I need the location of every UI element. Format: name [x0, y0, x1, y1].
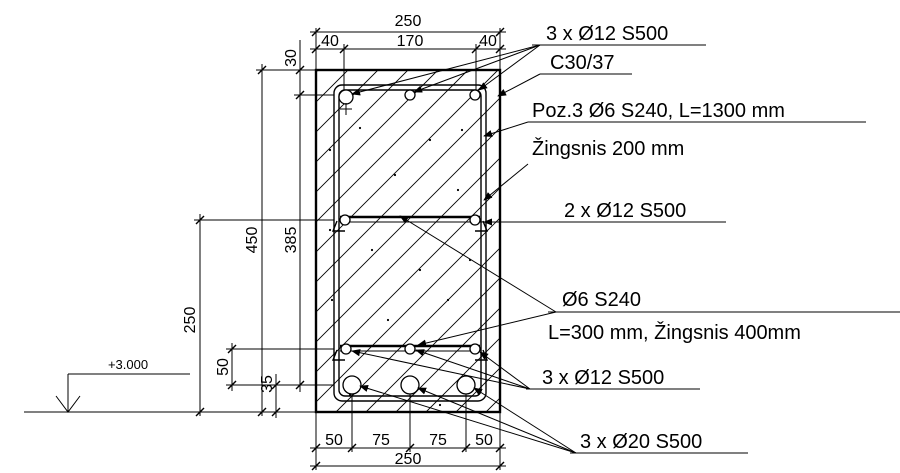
dim-bot-total: 250 — [395, 451, 422, 468]
hatch-line — [316, 70, 379, 133]
hatch-line — [316, 70, 439, 193]
hatch-line — [316, 157, 500, 343]
aggregate-dot — [428, 138, 432, 142]
hatch-line — [335, 247, 500, 412]
dim-height-mid: 250 — [182, 307, 199, 334]
dim-height-total: 450 — [244, 227, 261, 254]
label-mid-bars: 2 x Ø12 S500 — [564, 200, 686, 222]
annotations: 3 x Ø12 S500 C30/37 Poz.3 Ø6 S240, L=130… — [351, 23, 900, 454]
level-value: +3.000 — [108, 357, 148, 372]
label-lower-bars: 3 x Ø12 S500 — [542, 367, 664, 389]
dim-top-left: 40 — [321, 33, 339, 50]
top-dimensions: 250 40 170 40 — [310, 13, 506, 90]
label-link-detail: L=300 mm, Žingsnis 400mm — [548, 321, 801, 344]
dim-top-mid: 170 — [397, 33, 424, 50]
mid-rebars — [339, 214, 481, 226]
aggregate-dot — [446, 298, 450, 302]
aggregate-dot — [393, 173, 397, 177]
dim-bot-a: 50 — [325, 432, 343, 449]
dim-top-total: 250 — [395, 13, 422, 30]
hatch-line — [316, 70, 319, 73]
hatch-line — [316, 97, 500, 283]
hatch-line — [316, 187, 500, 373]
label-concrete: C30/37 — [550, 52, 615, 74]
bottom-rebars — [342, 375, 476, 395]
dim-cover-top: 30 — [283, 49, 300, 67]
label-stirrup: Poz.3 Ø6 S240, L=1300 mm — [532, 100, 785, 122]
aggregate-dot — [418, 268, 422, 272]
dim-height-low: 50 — [215, 358, 232, 376]
hatch-line — [316, 70, 409, 163]
aggregate-dot — [328, 148, 332, 152]
aggregate-dot — [456, 188, 460, 192]
aggregate-dot — [386, 318, 390, 322]
dim-bot-c: 75 — [429, 432, 447, 449]
hatch-line — [316, 70, 499, 253]
aggregate-dot — [330, 298, 334, 302]
label-link: Ø6 S240 — [562, 289, 641, 311]
aggregate-dot — [460, 128, 464, 132]
hatch-line — [395, 307, 500, 412]
hatch-line — [316, 70, 469, 223]
lower-rebars — [340, 343, 481, 355]
dim-height-bottom: 35 — [259, 375, 276, 393]
aggregate-dot — [370, 248, 374, 252]
hatch-line — [316, 217, 500, 403]
top-rebars — [338, 89, 481, 115]
aggregate-dot — [358, 126, 362, 130]
aggregate-dot — [438, 403, 442, 407]
level-mark: +3.000 — [24, 357, 316, 413]
label-top-bars: 3 x Ø12 S500 — [546, 23, 668, 45]
label-bottom-bars: 3 x Ø20 S500 — [580, 431, 702, 453]
dim-height-inner: 385 — [283, 227, 300, 254]
bottom-dimensions: 50 75 75 50 250 — [310, 394, 506, 471]
hatch-line — [316, 127, 500, 313]
dim-top-right: 40 — [479, 33, 497, 50]
left-dimensions: 30 450 385 250 50 35 — [182, 40, 334, 418]
dim-bot-b: 75 — [372, 432, 390, 449]
dim-bot-d: 50 — [475, 432, 493, 449]
label-stirrup-spacing: Žingsnis 200 mm — [532, 137, 684, 160]
aggregate-dot — [328, 228, 332, 232]
